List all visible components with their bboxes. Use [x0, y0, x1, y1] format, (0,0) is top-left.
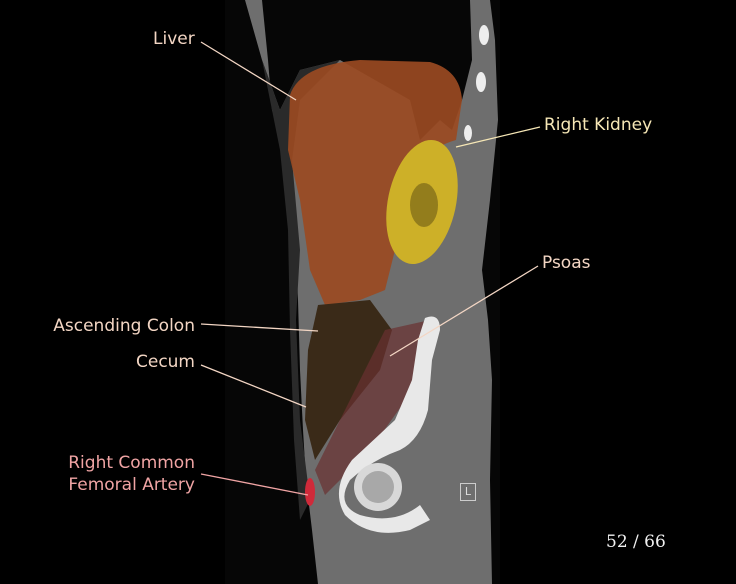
label-right-common-femoral-artery: Right Common Femoral Artery	[68, 452, 195, 496]
liver-leader	[200, 41, 297, 101]
leader-lines	[200, 41, 539, 408]
rib	[476, 72, 486, 92]
subcutaneous-fat	[262, 60, 340, 520]
psoas-overlay	[315, 320, 430, 495]
orientation-marker: L	[460, 483, 476, 501]
femoral-head-center	[362, 471, 394, 503]
artery-overlay	[305, 478, 315, 506]
pelvic-bone	[338, 316, 440, 533]
kidney-leader	[455, 126, 541, 148]
label-line-1: Right Common	[68, 453, 195, 473]
rib	[479, 25, 489, 45]
label-line-2: Femoral Artery	[68, 475, 195, 495]
label-ascending-colon: Ascending Colon	[53, 316, 195, 336]
artery-leader	[200, 473, 309, 496]
renal-sinus	[410, 183, 438, 227]
label-cecum: Cecum	[135, 352, 195, 372]
liver-overlay	[288, 60, 462, 305]
ascending-colon-leader	[200, 323, 319, 332]
label-psoas: Psoas	[542, 253, 591, 273]
rib	[464, 125, 472, 141]
colon-overlay	[305, 300, 392, 460]
psoas-leader	[389, 265, 539, 357]
label-right-kidney: Right Kidney	[544, 115, 653, 135]
page-counter: 52 / 66	[606, 532, 666, 552]
cecum-leader	[200, 364, 307, 408]
label-liver: Liver	[153, 29, 195, 49]
